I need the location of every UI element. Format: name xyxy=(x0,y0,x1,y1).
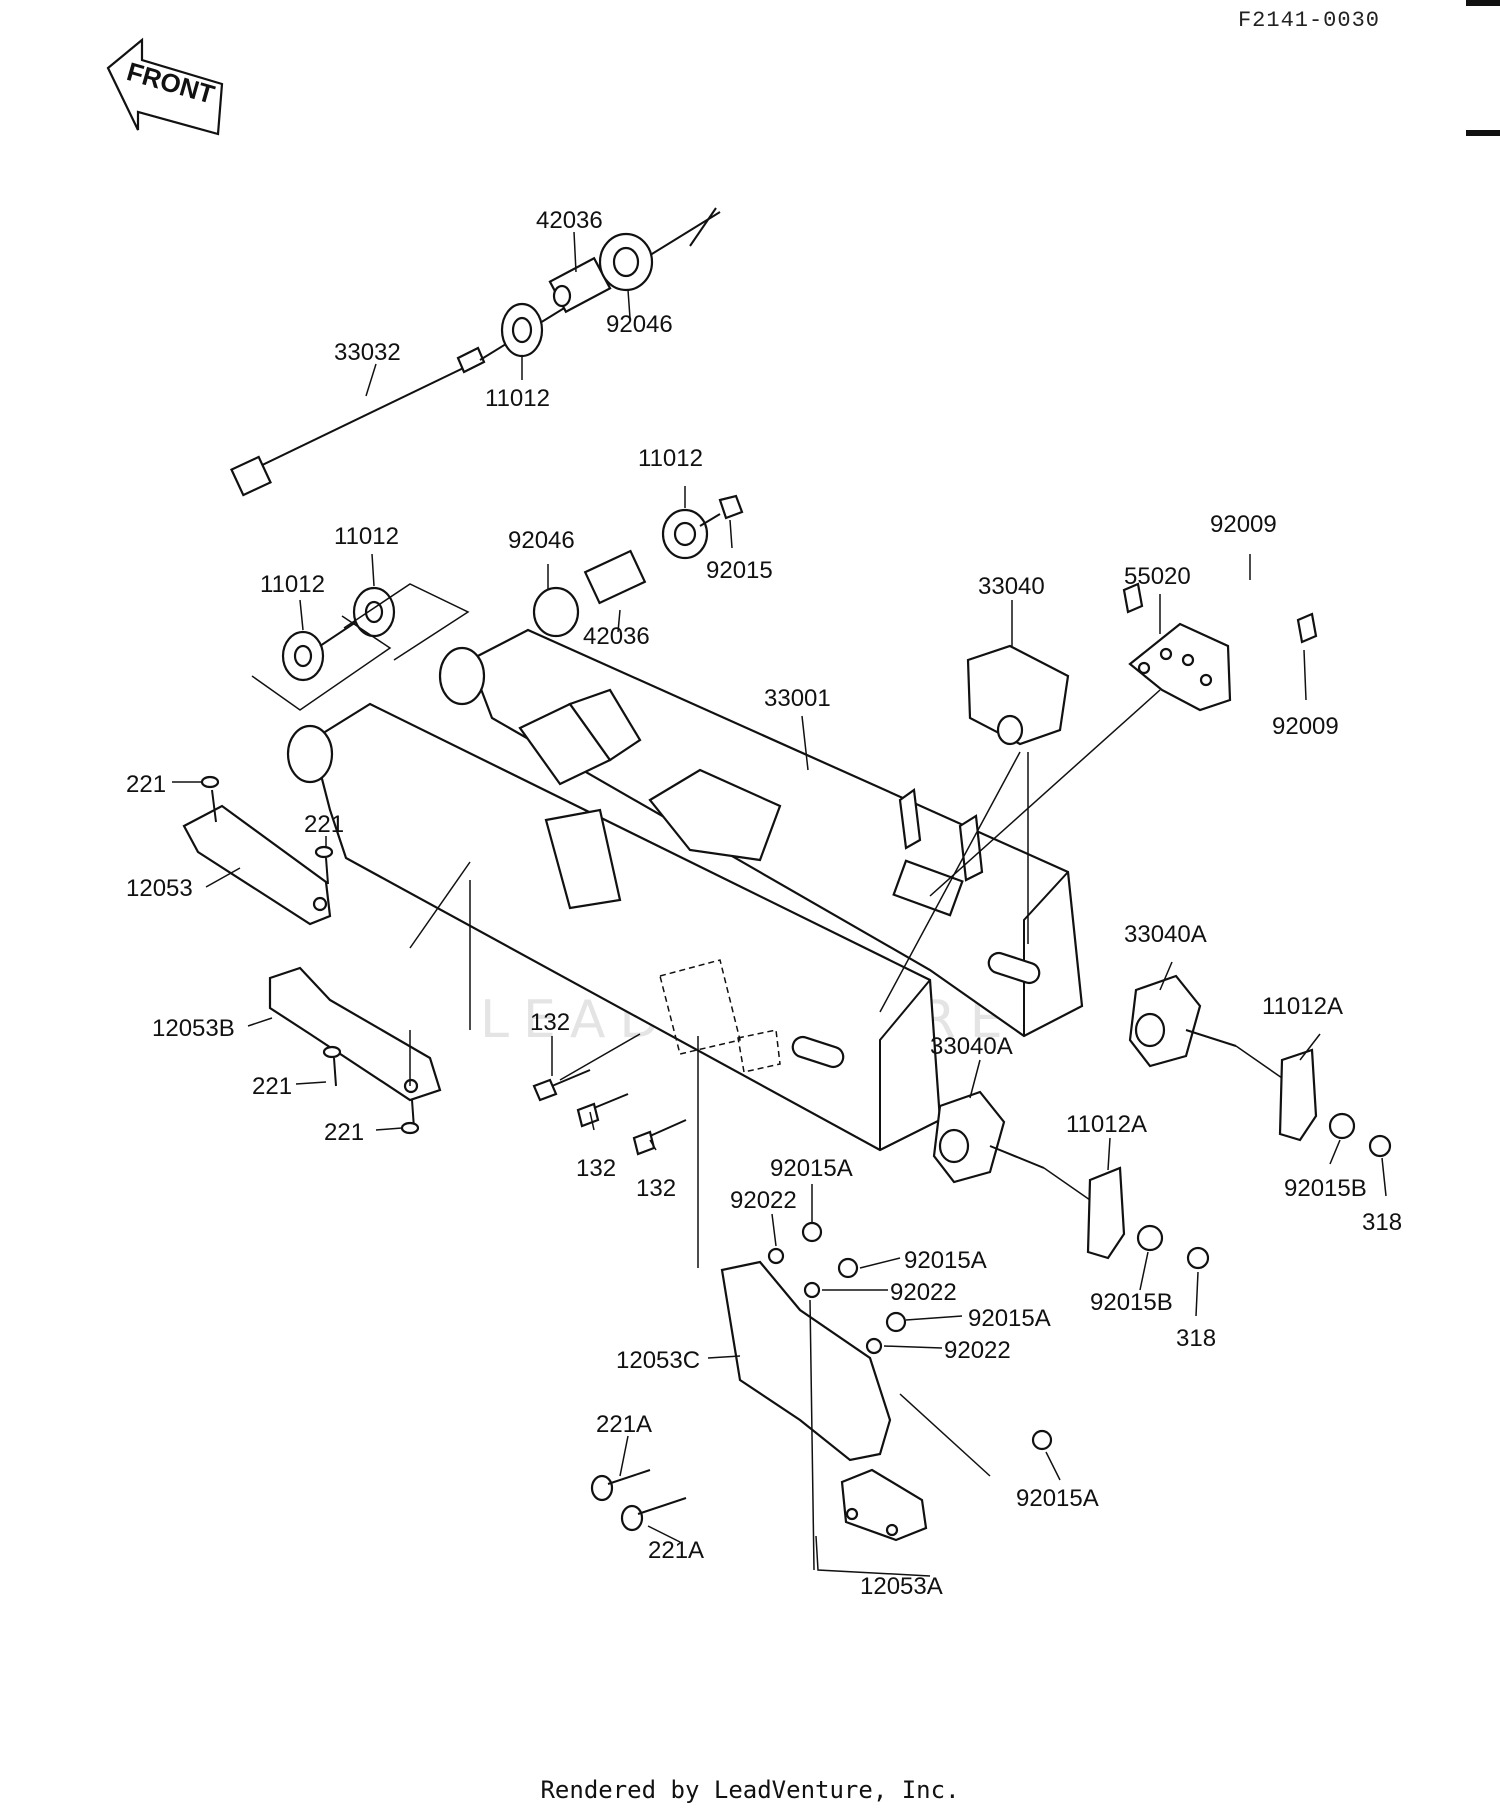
callout-label: 12053 xyxy=(126,875,193,902)
callout-label: 92046 xyxy=(606,311,673,338)
fasteners xyxy=(200,775,1053,1532)
callout-label: 132 xyxy=(636,1175,676,1202)
callout-label: 11012 xyxy=(485,385,550,412)
callout-label: 132 xyxy=(576,1155,616,1182)
callout-label: 11012 xyxy=(334,523,399,550)
callout-label: 33001 xyxy=(764,685,831,712)
callout-label: 92022 xyxy=(890,1279,957,1306)
edge-mark-middle xyxy=(1466,130,1500,136)
callout-label: 221A xyxy=(596,1411,652,1438)
callout-label: 221 xyxy=(324,1119,364,1146)
callout-label: 221 xyxy=(252,1073,292,1100)
callout-label: 221 xyxy=(126,771,166,798)
callout-label: 92015A xyxy=(1016,1485,1099,1512)
swingarm-body xyxy=(286,628,1084,1152)
callout-label: 11012A xyxy=(1066,1111,1147,1138)
callout-label: 132 xyxy=(530,1009,570,1036)
chain-adjusters xyxy=(932,582,1392,1270)
callout-label: 33040 xyxy=(978,573,1045,600)
lower-bearing-stack xyxy=(251,494,744,711)
callout-label: 11012A xyxy=(1262,993,1343,1020)
callout-label: 12053C xyxy=(616,1347,700,1374)
callout-labels: 42036 92046 33032 11012 11012 92015 9204… xyxy=(126,207,1402,1600)
callout-label: 55020 xyxy=(1124,563,1191,590)
front-arrow-icon: FRONT xyxy=(106,37,224,136)
callout-label: 92022 xyxy=(944,1337,1011,1364)
callout-label: 33040A xyxy=(930,1033,1013,1060)
leader-lines xyxy=(172,231,1387,1577)
upper-bearing-stack xyxy=(500,232,654,358)
callout-label: 12053B xyxy=(152,1015,235,1042)
callout-label: 12053A xyxy=(860,1573,943,1600)
diagram-reference-code: F2141-0030 xyxy=(1237,8,1380,33)
callout-label: 92009 xyxy=(1210,511,1277,538)
callout-label: 92015A xyxy=(770,1155,853,1182)
callout-label: 318 xyxy=(1362,1209,1402,1236)
callout-label: 221 xyxy=(304,811,344,838)
callout-label: 92015A xyxy=(904,1247,987,1274)
callout-label: 11012 xyxy=(260,571,325,598)
callout-label: 318 xyxy=(1176,1325,1216,1352)
callout-label: 92015B xyxy=(1284,1175,1367,1202)
callout-label: 92022 xyxy=(730,1187,797,1214)
callout-label: 42036 xyxy=(583,623,650,650)
callout-label: 92015B xyxy=(1090,1289,1173,1316)
chain-guards xyxy=(182,804,928,1542)
callout-label: 42036 xyxy=(536,207,603,234)
edge-mark-top xyxy=(1466,0,1500,6)
callout-label: 33032 xyxy=(334,339,401,366)
callout-label: 11012 xyxy=(638,445,703,472)
callout-label: 92015A xyxy=(968,1305,1051,1332)
callout-label: 221A xyxy=(648,1537,704,1564)
render-credit: Rendered by LeadVenture, Inc. xyxy=(540,1776,960,1804)
callout-label: 33040A xyxy=(1124,921,1207,948)
callout-label: 92009 xyxy=(1272,713,1339,740)
callout-label: 92015 xyxy=(706,557,773,584)
callout-label: 92046 xyxy=(508,527,575,554)
